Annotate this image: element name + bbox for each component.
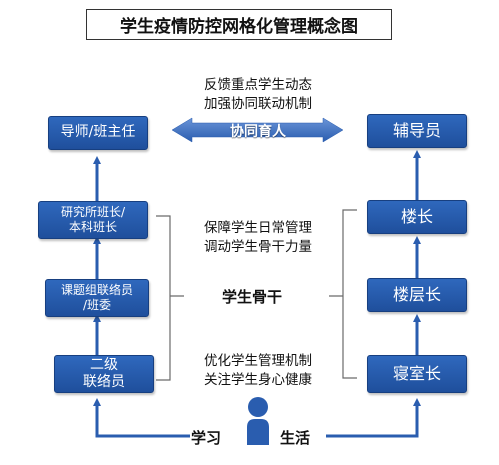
bottom-right-label: 生活: [280, 429, 311, 447]
bottom-arrow-right: [326, 398, 421, 438]
bottom-arrow-left: [93, 398, 190, 438]
box-floor-head: 楼层长: [367, 278, 467, 312]
middle-note-upper: 保障学生日常管理 调动学生骨干力量: [189, 219, 327, 257]
box-class-monitor-line1: 研究所班长/: [60, 205, 126, 219]
middle-note-lower-line1: 优化学生管理机制: [204, 353, 312, 369]
middle-note-lower: 优化学生管理机制 关注学生身心健康: [188, 352, 328, 390]
cooperation-double-arrow: [171, 117, 344, 143]
top-note-line2: 加强协同联动机制: [204, 95, 312, 112]
box-class-monitor-line2: 本科班长: [68, 220, 117, 234]
box-group-liaison-line1: 课题组联络员: [60, 283, 133, 297]
box-mentor-label: 导师/班主任: [60, 124, 136, 141]
box-mentor: 导师/班主任: [48, 116, 148, 150]
box-building-head: 楼长: [367, 200, 467, 234]
box-counselor-label: 辅导员: [392, 121, 441, 140]
center-label: 学生骨干: [222, 288, 283, 306]
box-secondary-liaison-line1: 二级: [90, 356, 118, 373]
box-building-head-label: 楼长: [400, 207, 433, 226]
middle-note-lower-line2: 关注学生身心健康: [204, 371, 312, 388]
box-secondary-liaison-line2: 联络员: [83, 374, 125, 390]
box-counselor: 辅导员: [367, 114, 467, 148]
left-bracket: [156, 215, 184, 381]
page-title: 学生疫情防控网格化管理概念图: [86, 9, 392, 40]
bottom-left-label: 学习: [191, 429, 222, 447]
top-note-line1: 反馈重点学生动态: [204, 77, 312, 93]
box-dorm-head-label: 寝室长: [392, 364, 441, 383]
box-dorm-head: 寝室长: [367, 355, 467, 393]
box-group-liaison: 课题组联络员 /班委: [45, 279, 149, 317]
cooperation-label: 协同育人: [230, 124, 286, 140]
right-bracket: [329, 209, 357, 379]
box-floor-head-label: 楼层长: [392, 285, 441, 304]
box-class-monitor: 研究所班长/ 本科班长: [38, 201, 148, 239]
box-group-liaison-line2: /班委: [82, 298, 112, 312]
box-secondary-liaison: 二级 联络员: [54, 355, 154, 393]
top-note: 反馈重点学生动态 加强协同联动机制: [186, 76, 330, 114]
middle-note-upper-line1: 保障学生日常管理: [204, 220, 312, 236]
person-icon: [247, 397, 269, 445]
middle-note-upper-line2: 调动学生骨干力量: [204, 238, 312, 255]
